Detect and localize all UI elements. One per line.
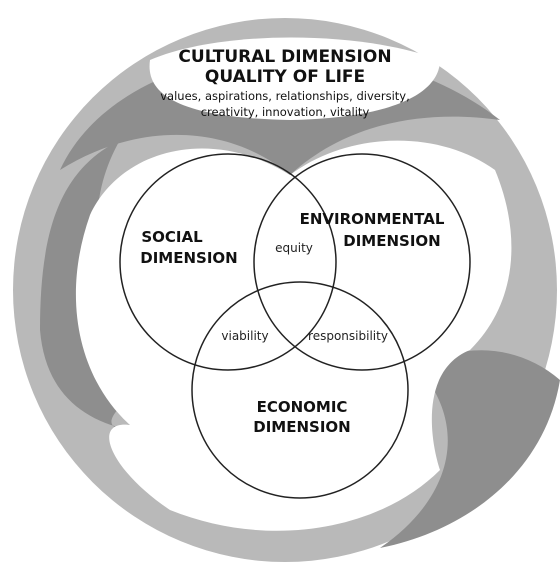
viability-label: viability xyxy=(221,329,268,343)
cultural-ring-swirl-right xyxy=(380,350,560,548)
title-background xyxy=(149,37,440,120)
cultural-title-line1: CULTURAL DIMENSION xyxy=(178,47,391,67)
inner-white-area xyxy=(75,140,512,531)
economic-label-line2: DIMENSION xyxy=(253,418,350,436)
environmental-label-line2: DIMENSION xyxy=(343,232,440,250)
environmental-circle xyxy=(253,153,471,371)
social-circle xyxy=(119,153,337,371)
equity-label: equity xyxy=(275,241,313,255)
responsibility-label: responsibility xyxy=(308,329,388,343)
cultural-description-line1: values, aspirations, relationships, dive… xyxy=(160,89,410,103)
cultural-title-line2: QUALITY OF LIFE xyxy=(205,67,365,87)
environmental-label-line1: ENVIRONMENTAL xyxy=(300,210,445,228)
social-label-line1: SOCIAL xyxy=(141,228,203,246)
economic-label-line1: ECONOMIC xyxy=(257,398,348,416)
economic-circle xyxy=(191,281,409,499)
social-label-line2: DIMENSION xyxy=(140,249,237,267)
cultural-description-line2: creativity, innovation, vitality xyxy=(201,105,370,119)
